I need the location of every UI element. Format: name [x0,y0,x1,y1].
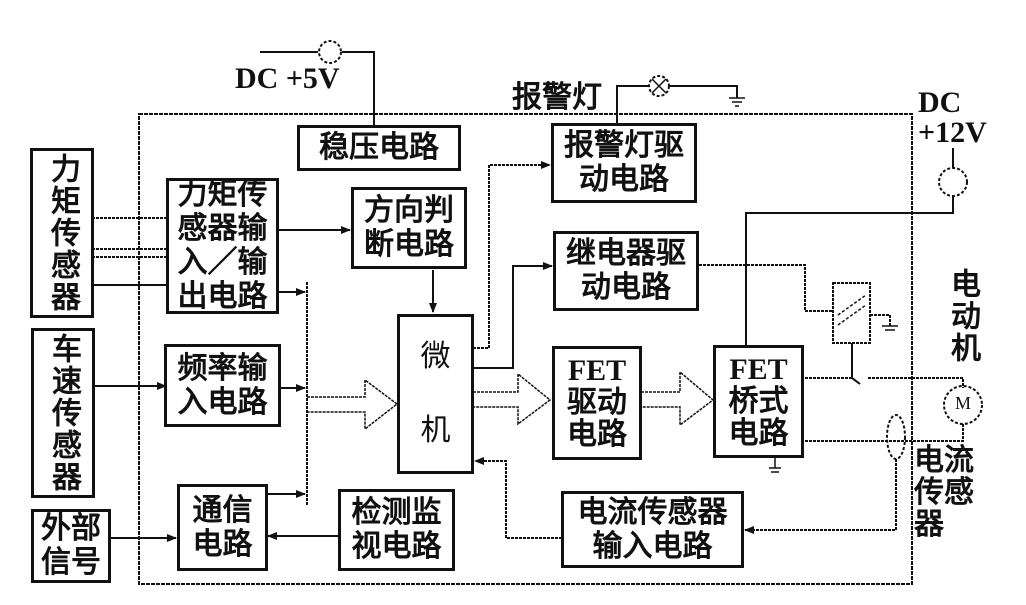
current-sensor-clamp-icon [886,414,906,460]
alarm-lamp-icon [648,75,670,97]
direction-block: 方向判 断电路 [351,187,467,269]
monitor-block: 检测监 视电路 [338,489,455,571]
freq-input-block: 频率输 入电路 [164,344,281,427]
mcu-to-alarm-arrow [473,161,551,349]
motor-label: 电动机 [945,268,980,364]
comm-line2: 电路 [192,526,253,562]
fet-driver-line2: 驱动 [567,385,627,420]
alarm-lamp-wire [616,85,738,126]
freq-input-line1: 频率输 [177,350,268,386]
external-signal-box: 外部 信号 [31,509,111,583]
mcu-line2: 机 [420,413,451,448]
motor-symbol: M [955,393,972,413]
comm-block: 通信 电路 [177,484,268,571]
dc5v-connector-icon [318,40,342,64]
dc5v-label: DC +5V [235,62,340,95]
fet-driver-line1: FET [567,354,627,387]
fet-bridge-line3: 电路 [728,415,789,451]
torque-sensor-box: 力矩传感器 [30,148,94,318]
relay-driver-block: 继电器驱 动电路 [553,231,699,311]
torque-io-line4: 出电路 [177,279,268,314]
ground-icon [882,325,898,331]
fet-bridge-line1: FET [729,352,788,386]
mcu-to-fetdrv-fat-arrow [473,372,552,426]
current-input-line2: 输入电路 [592,528,713,564]
relay-drv-wire [699,264,833,312]
alarm-driver-block: 报警灯驱 动电路 [551,123,697,203]
bridge-to-motor-lower [805,424,964,442]
dc12v-wire [745,148,954,427]
freq-input-line2: 入电路 [177,384,268,420]
torque-io-line1: 力矩传 [177,177,268,212]
direction-line2: 断电路 [364,227,454,262]
torque-io-block: 力矩传 感器输 入／输 出电路 [166,178,279,314]
current-sensor-wire [744,459,897,534]
dc12v-label: DC +12V [918,88,987,148]
bus-to-mcu-fat-arrow [307,378,399,431]
monitor-line2: 视电路 [351,529,442,564]
torque-io-line3: 入／输 [177,245,268,280]
relay-ground-wire [870,314,891,326]
ground-icon [729,97,745,107]
bridge-to-motor-upper [805,377,964,388]
external-signal-line1: 外部 [41,511,101,546]
relay-driver-line2: 动电路 [581,270,671,305]
fet-driver-line3: 电路 [567,417,627,452]
dc12v-label-line1: DC [918,86,962,119]
ecu-boundary [138,113,913,585]
alarm-driver-line2: 动电路 [579,162,669,197]
mcu-line1: 微 [420,339,451,374]
relay-icon [832,282,871,344]
alarm-driver-line1: 报警灯驱 [564,128,684,163]
relay-contact-wire [851,343,861,385]
mcu-to-relay-arrow [473,262,553,369]
dc12v-connector-icon [938,167,968,197]
direction-line1: 方向判 [364,193,454,228]
fet-bridge-block: FET 桥式 电路 [713,345,804,458]
fetdrv-to-bridge-fat-arrow [641,370,715,427]
alarm-lamp-cross-icon [651,78,667,94]
fet-driver-block: FET 驱动 电路 [552,346,642,460]
dc12v-label-line2: +12V [918,116,987,149]
alarm-lamp-label: 报警灯 [512,80,602,115]
dc5v-wire [260,51,375,126]
motor-icon [943,385,983,425]
ground-icon [769,458,781,473]
current-input-line1: 电流传感器 [577,494,728,530]
curin-to-mcu-arrow [474,457,562,539]
regulator-block: 稳压电路 [297,125,461,171]
relay-driver-line1: 继电器驱 [566,236,686,271]
current-input-block: 电流传感器 输入电路 [561,491,744,568]
torque-io-line2: 感器输 [177,211,268,246]
speed-sensor-box: 车速传感器 [31,328,95,498]
current-sensor-label: 电流传感器 [914,443,974,542]
relay-coil-icon [837,294,867,326]
mcu-block: 微 机 [397,314,474,474]
fet-bridge-line2: 桥式 [728,383,789,419]
monitor-line1: 检测监 [351,495,442,530]
external-signal-line2: 信号 [41,545,101,580]
comm-line1: 通信 [192,492,253,528]
